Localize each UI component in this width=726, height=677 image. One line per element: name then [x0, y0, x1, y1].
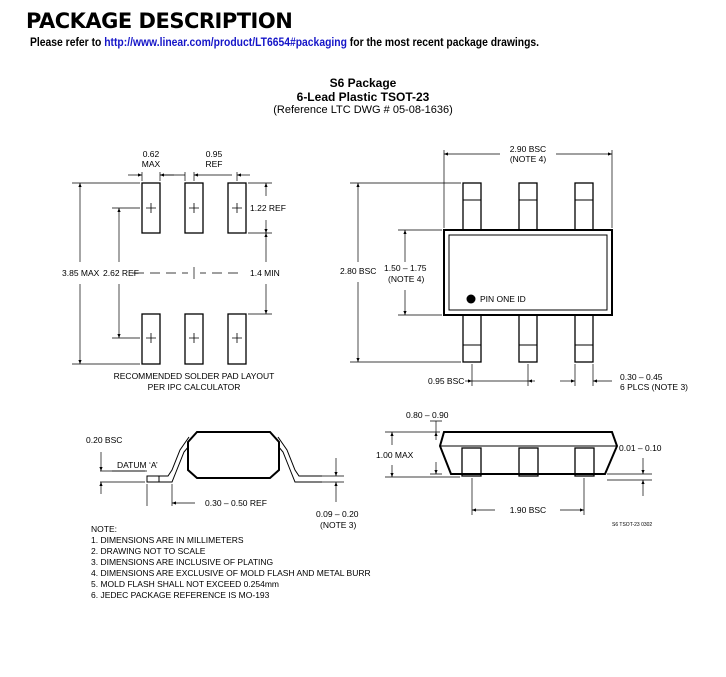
- package-body-side: [187, 431, 280, 479]
- side-lead-thickness-label: 0.09 – 0.20: [316, 509, 359, 519]
- top-total-width-label: 2.80 BSC: [340, 266, 376, 276]
- side-foot-length-label: 0.30 – 0.50 REF: [205, 498, 267, 508]
- refer-prefix: Please refer to: [30, 37, 105, 49]
- pin-one-label: PIN ONE ID: [480, 294, 526, 304]
- solder-pad-span-label: 2.62 REF: [103, 268, 139, 278]
- note-item: 5. MOLD FLASH SHALL NOT EXCEED 0.254mm: [91, 579, 280, 589]
- top-length-note: (NOTE 4): [510, 154, 547, 164]
- drawing-code: S6 TSOT-23 0302: [612, 522, 652, 528]
- end-standoff-label: 0.01 – 0.10: [619, 443, 662, 453]
- solder-caption-line2: PER IPC CALCULATOR: [148, 382, 241, 392]
- solder-pad-layout: [72, 172, 272, 365]
- solder-pad-length-label: 1.22 REF: [250, 203, 286, 213]
- side-gauge-label: 0.20 BSC: [86, 435, 122, 445]
- end-view: [385, 420, 652, 515]
- top-lead-width-label: 0.30 – 0.45: [620, 372, 663, 382]
- refer-suffix: for the most recent package drawings.: [346, 37, 540, 49]
- top-lead-width-note: 6 PLCS (NOTE 3): [620, 382, 688, 392]
- solder-pads-top: [141, 182, 247, 234]
- end-body-height-label: 0.80 – 0.90: [406, 410, 449, 420]
- note-item: 4. DIMENSIONS ARE EXCLUSIVE OF MOLD FLAS…: [91, 568, 371, 578]
- side-view: [99, 431, 344, 506]
- package-subtitle: 6-Lead Plastic TSOT-23: [296, 90, 430, 104]
- solder-pad-width-label: 0.62: [143, 149, 160, 159]
- leads-top: [462, 182, 594, 234]
- solder-pitch-note: REF: [206, 159, 223, 169]
- side-datum-label: DATUM ‘A’: [117, 460, 158, 470]
- end-pitch-label: 1.90 BSC: [510, 505, 546, 515]
- top-body-width-label: 1.50 – 1.75: [384, 263, 427, 273]
- note-item: 1. DIMENSIONS ARE IN MILLIMETERS: [91, 535, 244, 545]
- solder-overall-label: 3.85 MAX: [62, 268, 100, 278]
- top-length-label: 2.90 BSC: [510, 144, 546, 154]
- notes-heading: NOTE:: [91, 524, 117, 534]
- solder-caption-line1: RECOMMENDED SOLDER PAD LAYOUT: [114, 371, 275, 381]
- note-item: 2. DRAWING NOT TO SCALE: [91, 546, 206, 556]
- pin-one-dot: [466, 294, 476, 304]
- package-reference: (Reference LTC DWG # 05-08-1636): [273, 104, 453, 116]
- end-height-max-label: 1.00 MAX: [376, 450, 414, 460]
- packaging-link[interactable]: http://www.linear.com/product/LT6654#pac…: [104, 37, 347, 49]
- leads-bottom: [462, 311, 594, 363]
- solder-gap-label: 1.4 MIN: [250, 268, 280, 278]
- note-item: 6. JEDEC PACKAGE REFERENCE IS MO-193: [91, 590, 270, 600]
- solder-pad-width-note: MAX: [142, 159, 161, 169]
- note-item: 3. DIMENSIONS ARE INCLUSIVE OF PLATING: [91, 557, 274, 567]
- package-name: S6 Package: [329, 76, 397, 90]
- top-view: [350, 150, 613, 386]
- page-title: PACKAGE DESCRIPTION: [26, 9, 293, 33]
- reference-line: Please refer to http://www.linear.com/pr…: [30, 37, 539, 49]
- top-pitch-label: 0.95 BSC: [428, 376, 464, 386]
- side-lead-thickness-note: (NOTE 3): [320, 520, 357, 530]
- notes-block: NOTE: 1. DIMENSIONS ARE IN MILLIMETERS 2…: [91, 524, 371, 601]
- solder-pitch-label: 0.95: [206, 149, 223, 159]
- solder-pads-bottom: [141, 313, 247, 365]
- top-body-width-note: (NOTE 4): [388, 274, 425, 284]
